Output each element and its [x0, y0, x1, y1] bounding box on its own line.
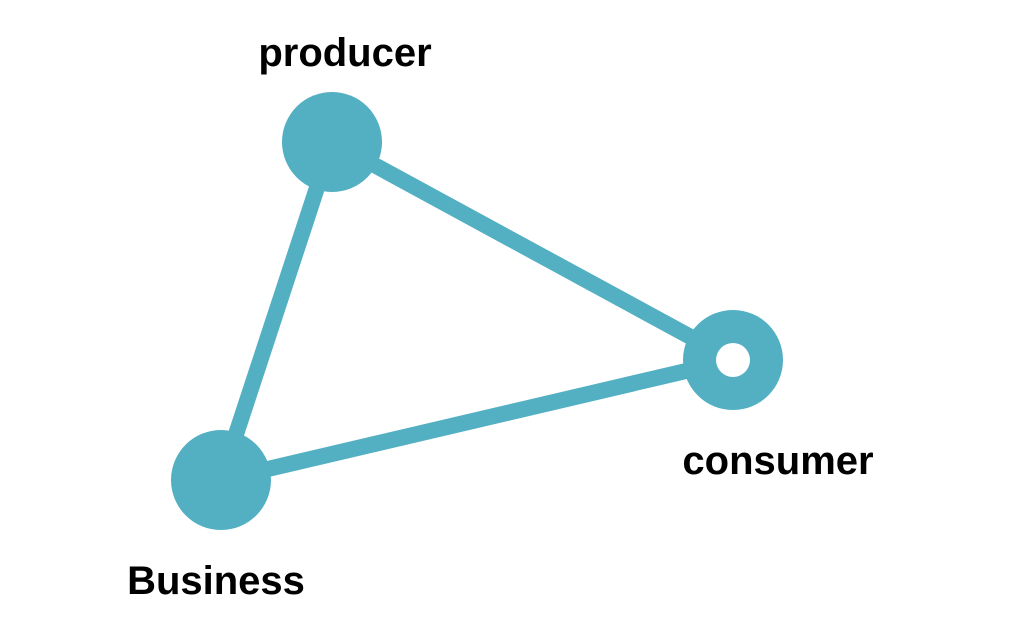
node-business: [171, 430, 271, 530]
node-producer: [282, 92, 382, 192]
label-producer: producer: [258, 31, 431, 75]
edge-business-consumer: [219, 352, 735, 488]
edge-producer-consumer: [328, 134, 737, 368]
label-business: Business: [127, 559, 305, 603]
edge-producer-business: [213, 139, 340, 483]
label-consumer: consumer: [682, 439, 873, 483]
node-consumer-hole: [716, 343, 750, 377]
